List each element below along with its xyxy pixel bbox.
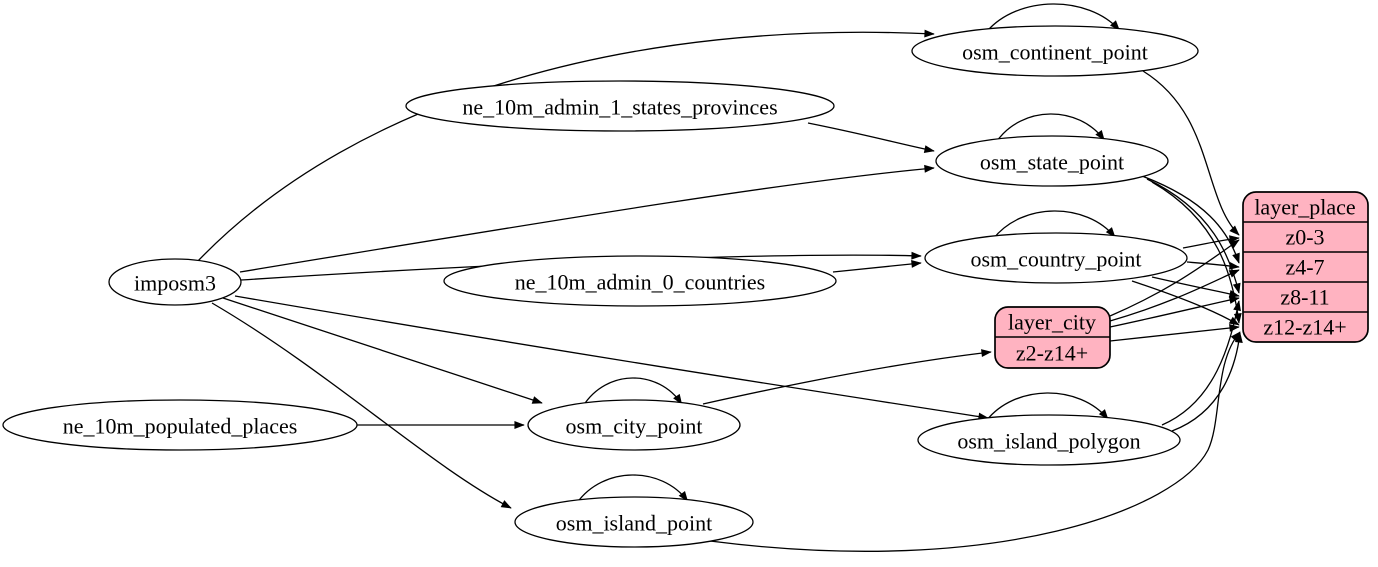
- edge-osm_country_point->osm_country_point: [992, 210, 1116, 240]
- layer_place-row-z12-z14: z12-z14+: [1263, 315, 1346, 340]
- imposm3-label: imposm3: [134, 271, 216, 296]
- edge-osm_state_point->osm_state_point: [995, 113, 1105, 143]
- edge-osm_country_point->layer_place.z0-3: [1182, 235, 1240, 249]
- edge-osm_continent_point->layer_place.z0-3: [1142, 70, 1240, 236]
- edge-osm_island_polygon->osm_island_polygon: [985, 392, 1109, 422]
- layer_place-header: layer_place: [1254, 195, 1355, 220]
- edge-ne_10m_admin_0_countries->osm_country_point: [832, 260, 922, 273]
- osm_island_polygon-label: osm_island_polygon: [957, 429, 1140, 454]
- edge-osm_state_point->layer_place.z8-11: [1146, 178, 1241, 294]
- layer_place-row-z0-3: z0-3: [1285, 225, 1324, 250]
- node-osm_island_polygon: osm_island_polygon: [917, 414, 1181, 466]
- osm_continent_point-label: osm_continent_point: [962, 40, 1148, 65]
- edge-imposm3->osm_continent_point: [196, 29, 935, 263]
- edge-ne_10m_admin_1_states_provinces->osm_state_point: [807, 122, 935, 153]
- layer_city-header: layer_city: [1008, 310, 1096, 335]
- node-ne_10m_admin_0_countries: ne_10m_admin_0_countries: [443, 255, 837, 307]
- edge-osm_continent_point->osm_continent_point: [985, 3, 1120, 33]
- osm_state_point-label: osm_state_point: [980, 150, 1124, 175]
- edge-layer_city->layer_place.z4-7: [1109, 269, 1240, 322]
- record-layer_city: layer_city z2-z14+: [994, 306, 1111, 369]
- node-osm_state_point: osm_state_point: [935, 135, 1169, 187]
- osm_state_point-ellipse: [935, 135, 1169, 187]
- layer_place-row-z8-11: z8-11: [1280, 285, 1329, 310]
- osm_island_polygon-ellipse: [917, 414, 1181, 466]
- node-osm_island_point: osm_island_point: [514, 496, 754, 548]
- node-imposm3: imposm3: [108, 258, 242, 306]
- edge-layer_city->layer_place.z12-z14+: [1109, 324, 1240, 342]
- record-layer_place: layer_place z0-3 z4-7 z8-11 z12-z14+: [1242, 191, 1369, 343]
- ne_10m_admin_0_countries-ellipse: [443, 255, 837, 307]
- edge-layer: [196, 3, 1243, 552]
- edge-osm_country_point->layer_place.z4-7: [1186, 261, 1240, 270]
- edge-osm_city_point->osm_city_point: [582, 377, 683, 407]
- edge-imposm3->osm_island_point: [211, 302, 512, 509]
- ne_10m_admin_0_countries-label: ne_10m_admin_0_countries: [515, 270, 766, 295]
- osm_country_point-label: osm_country_point: [970, 247, 1141, 272]
- edge-layer_city->layer_place.z8-11: [1109, 296, 1240, 328]
- node-osm_city_point: osm_city_point: [527, 399, 741, 451]
- osm_country_point-ellipse: [924, 232, 1188, 284]
- edge-osm_country_point->layer_place.z12-z14+: [1131, 280, 1240, 326]
- layer_place-row-z4-7: z4-7: [1285, 255, 1324, 280]
- osm_city_point-ellipse: [527, 399, 741, 451]
- edge-osm_island_point->osm_island_point: [576, 474, 689, 504]
- imposm3-ellipse: [108, 258, 242, 306]
- osm_island_point-ellipse: [514, 496, 754, 548]
- edge-osm_country_point->layer_place.z8-11: [1151, 276, 1240, 298]
- osm_city_point-label: osm_city_point: [566, 414, 703, 439]
- node-osm_country_point: osm_country_point: [924, 232, 1188, 284]
- edge-layer_city->layer_place.z0-3: [1109, 239, 1240, 317]
- ne_10m_populated_places-ellipse: [2, 399, 358, 451]
- edge-imposm3->osm_state_point: [239, 164, 935, 273]
- osm_island_point-label: osm_island_point: [556, 511, 712, 536]
- layer_city-row-z2-z14: z2-z14+: [1016, 341, 1088, 366]
- ne_10m_admin_1_states_provinces-ellipse: [405, 80, 835, 132]
- edge-osm_state_point->layer_place.z4-7: [1141, 175, 1240, 264]
- edge-osm_island_polygon->layer_place.z12-z14+: [1171, 332, 1243, 432]
- node-osm_continent_point: osm_continent_point: [911, 25, 1199, 77]
- edge-osm_island_polygon->layer_place.z8-11: [1161, 300, 1241, 426]
- edge-osm_city_point->layer_city.z2-z14+: [702, 349, 992, 405]
- osm_continent_point-ellipse: [911, 25, 1199, 77]
- node-ne_10m_admin_1_states_provinces: ne_10m_admin_1_states_provinces: [405, 80, 835, 132]
- ne_10m_admin_1_states_provinces-label: ne_10m_admin_1_states_provinces: [462, 95, 777, 120]
- edge-imposm3->osm_island_polygon: [234, 295, 989, 421]
- edge-imposm3->osm_city_point: [222, 297, 543, 404]
- node-ne_10m_populated_places: ne_10m_populated_places: [2, 399, 358, 451]
- edge-osm_island_point->layer_place.z12-z14+: [709, 331, 1241, 552]
- layer_place-box: [1242, 191, 1369, 343]
- ne_10m_populated_places-label: ne_10m_populated_places: [63, 414, 298, 439]
